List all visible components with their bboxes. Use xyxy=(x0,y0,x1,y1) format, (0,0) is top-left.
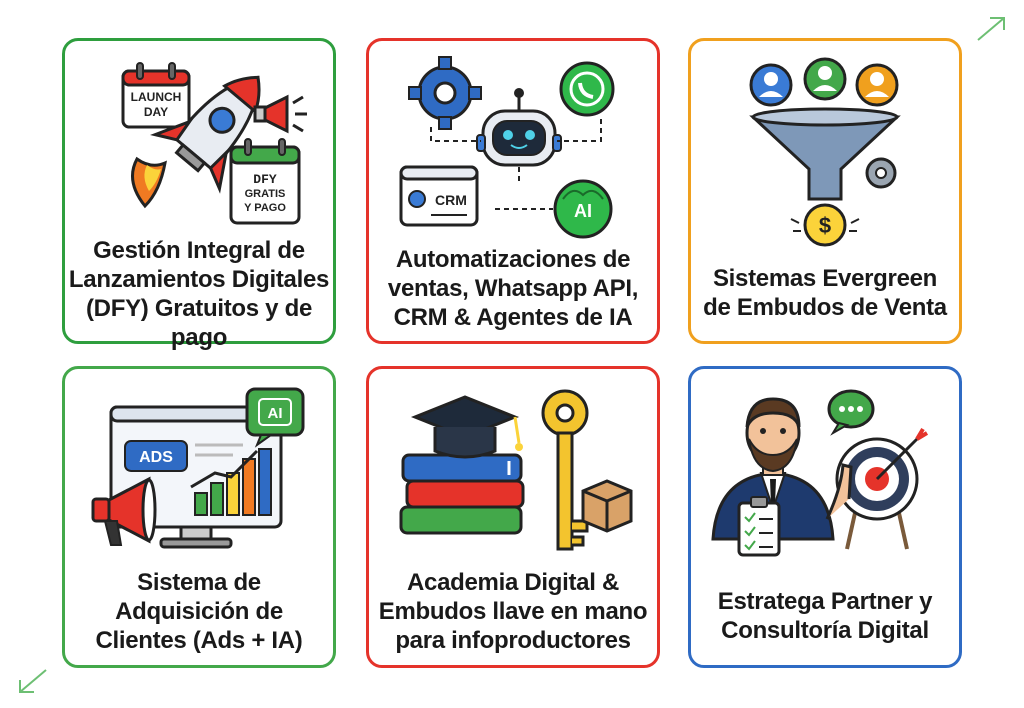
arrow-up-right-icon xyxy=(977,17,1005,41)
ads-badge: ADS xyxy=(124,440,188,472)
ads-monitor-icon: ADS AI xyxy=(91,387,305,549)
svg-text:AI: AI xyxy=(268,405,283,422)
sales-funnel-icon: $ xyxy=(749,57,901,247)
svg-text:ADS: ADS xyxy=(139,449,173,466)
consultant-target-icon xyxy=(711,389,929,557)
card-title: Automatizaciones de ventas, Whatsapp API… xyxy=(387,246,639,331)
arrow-down-left-icon xyxy=(19,669,47,693)
service-card-academy: Academia Digital & Embudos llave en mano… xyxy=(366,366,660,668)
rocket-launch-icon: LAUNCH DAY DFY GR xyxy=(121,62,307,225)
calendar-day-label: DAY xyxy=(144,105,168,119)
calendar-gratis-label: GRATIS xyxy=(245,188,286,200)
megaphone-icon xyxy=(91,476,157,546)
calendar-ypago-label: Y PAGO xyxy=(244,202,286,214)
service-card-evergreen: $ Sistemas Evergreen de Embudos de Venta xyxy=(688,38,962,344)
dollar-coin-icon: $ xyxy=(790,203,860,247)
whatsapp-icon xyxy=(559,61,615,117)
ai-label: AI xyxy=(574,201,592,221)
gear-icon xyxy=(865,157,897,189)
ai-brain-icon: AI xyxy=(553,179,613,239)
card-title: Academia Digital & Embudos llave en mano… xyxy=(378,569,648,654)
service-card-acquisition: ADS AI Sistema de Adquisición de Cliente… xyxy=(62,366,336,668)
calendar-dfy-label: DFY xyxy=(253,172,277,187)
svg-text:$: $ xyxy=(819,213,831,238)
card-title: Sistemas Evergreen de Embudos de Venta xyxy=(703,265,947,321)
clipboard-icon xyxy=(737,496,781,557)
bar-chart-icon xyxy=(194,448,272,516)
users-icon xyxy=(749,57,899,107)
calendar-launch-label: LAUNCH xyxy=(131,90,182,104)
automation-robot-icon: CRM AI xyxy=(399,56,615,239)
books-stack-icon xyxy=(399,453,525,535)
card-title: Gestión Integral de Lanzamientos Digital… xyxy=(68,237,330,351)
service-card-launches: LAUNCH DAY DFY GR xyxy=(62,38,336,351)
graduation-cap-icon xyxy=(410,395,523,459)
card-title: Estratega Partner y Consultoría Digital xyxy=(717,588,933,644)
gear-icon xyxy=(408,56,482,130)
box-icon xyxy=(581,479,633,533)
target-icon xyxy=(835,427,929,550)
chat-bubble-icon xyxy=(827,389,875,436)
ai-chat-bubble-icon: AI xyxy=(245,387,305,448)
card-title: Sistema de Adquisición de Clientes (Ads … xyxy=(95,569,303,654)
robot-icon xyxy=(476,88,562,167)
crm-label: CRM xyxy=(435,192,467,208)
crm-window-icon: CRM xyxy=(399,165,479,227)
service-card-consulting: Estratega Partner y Consultoría Digital xyxy=(688,366,962,668)
key-icon xyxy=(541,389,589,551)
books-key-icon xyxy=(399,389,633,551)
service-card-automations: CRM AI Automatizaciones de ventas, Whats… xyxy=(366,38,660,344)
